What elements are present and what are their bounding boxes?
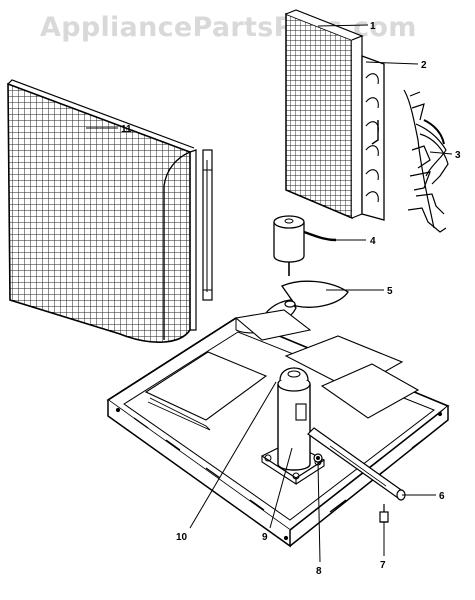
part-6-tube bbox=[307, 427, 406, 501]
callout-7: 7 bbox=[380, 560, 386, 571]
callout-1: 1 bbox=[370, 21, 376, 32]
callout-11: 11 bbox=[121, 124, 132, 135]
part-2-tube-header bbox=[361, 55, 385, 221]
part-11-condenser-coil bbox=[7, 79, 213, 344]
part-1-evaporator-coil bbox=[285, 9, 364, 220]
callout-9: 9 bbox=[262, 532, 268, 543]
callout-labels: 1 2 3 4 5 6 7 8 9 10 11 bbox=[121, 21, 461, 577]
part-8-grommet bbox=[313, 453, 323, 463]
part-7-fitting bbox=[379, 504, 389, 523]
part-9-compressor bbox=[260, 367, 326, 486]
callout-10: 10 bbox=[176, 532, 188, 543]
callout-5: 5 bbox=[387, 286, 393, 297]
part-3-wire-harness bbox=[403, 89, 449, 233]
part-4-fan-motor bbox=[273, 215, 337, 276]
callout-2: 2 bbox=[421, 60, 427, 71]
callout-4: 4 bbox=[370, 236, 376, 247]
callout-8: 8 bbox=[316, 566, 322, 577]
leader-lines bbox=[86, 24, 453, 563]
callout-3: 3 bbox=[455, 150, 461, 161]
callout-6: 6 bbox=[439, 491, 445, 502]
